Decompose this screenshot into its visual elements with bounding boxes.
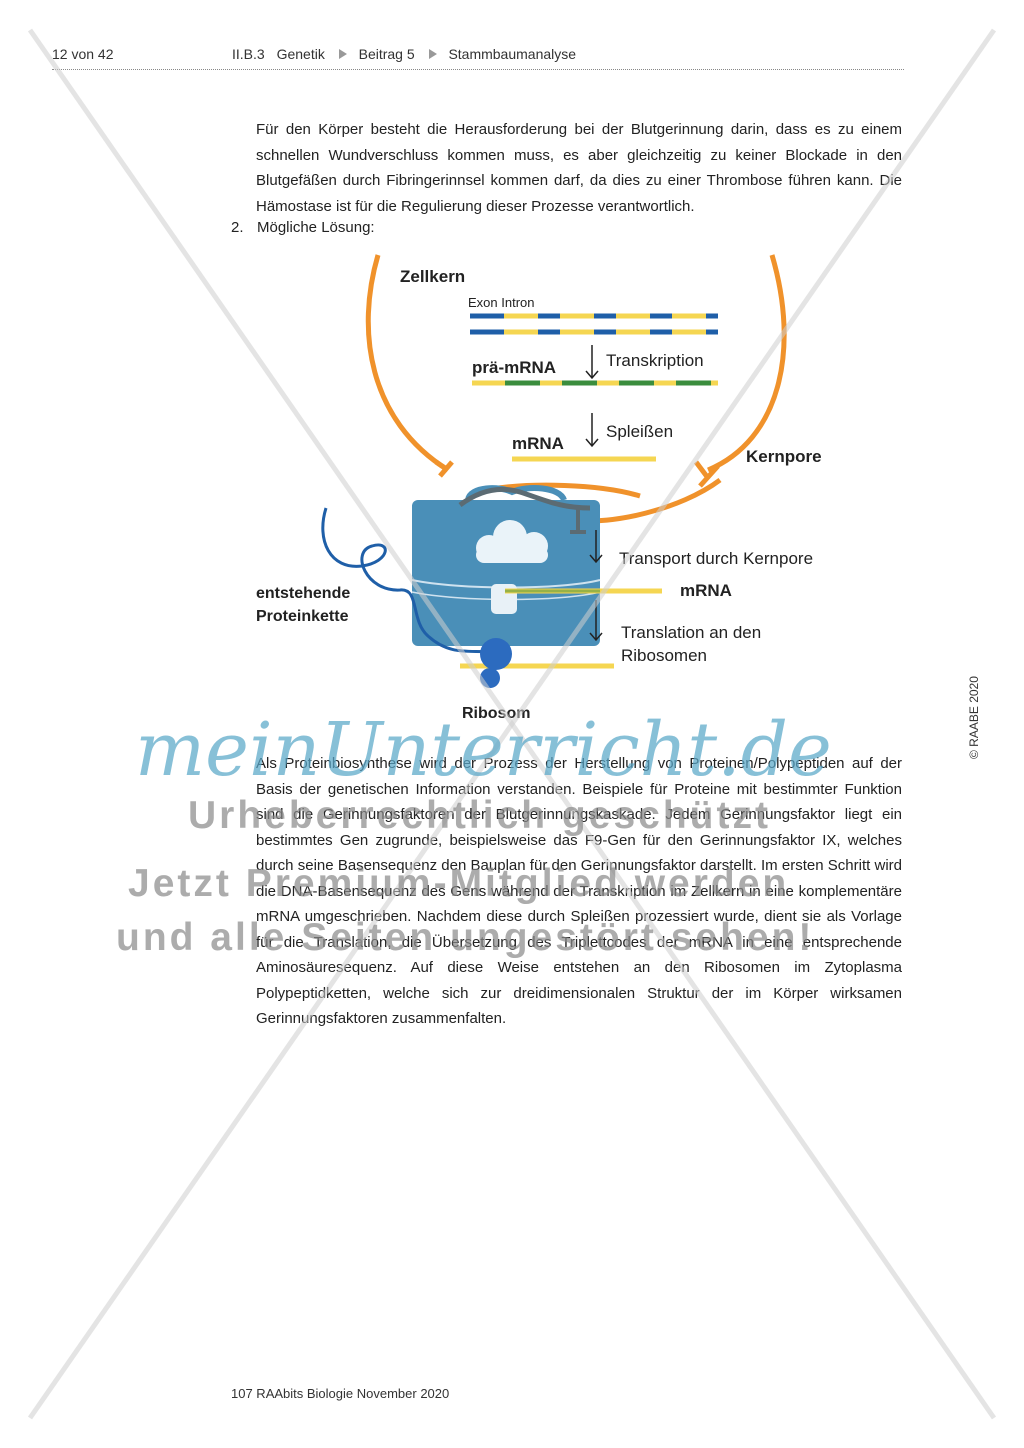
label-translation-1: Translation an den (621, 623, 761, 642)
copyright-side-note: © RAABE 2020 (966, 676, 982, 760)
nucleus-membrane-right (707, 254, 787, 473)
label-transport: Transport durch Kernpore (619, 549, 813, 568)
label-zellkern: Zellkern (400, 267, 465, 286)
label-transkription: Transkription (606, 351, 704, 370)
ribosome-large-subunit (480, 638, 512, 670)
nuclear-pore-cap-left (434, 459, 454, 478)
label-mrna-nucleus: mRNA (512, 434, 564, 453)
dna-double-strand (470, 313, 718, 335)
label-pre-mrna: prä-mRNA (472, 358, 556, 377)
page-footer: 107 RAAbits Biologie November 2020 (231, 1386, 450, 1401)
label-entstehende: entstehende (256, 585, 350, 602)
label-ribosom: Ribosom (462, 705, 530, 722)
copyright-text: © RAABE 2020 (967, 676, 981, 759)
arrow-down-icon (585, 345, 599, 380)
label-mrna-cytoplasm: mRNA (680, 581, 732, 600)
arrow-down-icon (585, 413, 599, 448)
label-kernpore: Kernpore (746, 447, 822, 466)
paragraph-protein-biosynthesis: Als Proteinbiosynthese wird der Prozess … (256, 755, 902, 1027)
protein-biosynthesis-diagram: Zellkern Exon Intron prä-mRNA Transkript… (256, 254, 822, 722)
label-spleissen: Spleißen (606, 422, 673, 441)
cytoplasm-body (411, 485, 601, 646)
label-proteinkette: Proteinkette (256, 608, 349, 625)
ribosome-small-subunit (480, 668, 500, 688)
label-translation-2: Ribosomen (621, 646, 707, 665)
label-exon-intron: Exon Intron (468, 295, 535, 310)
nucleus-membrane-left (365, 254, 450, 473)
